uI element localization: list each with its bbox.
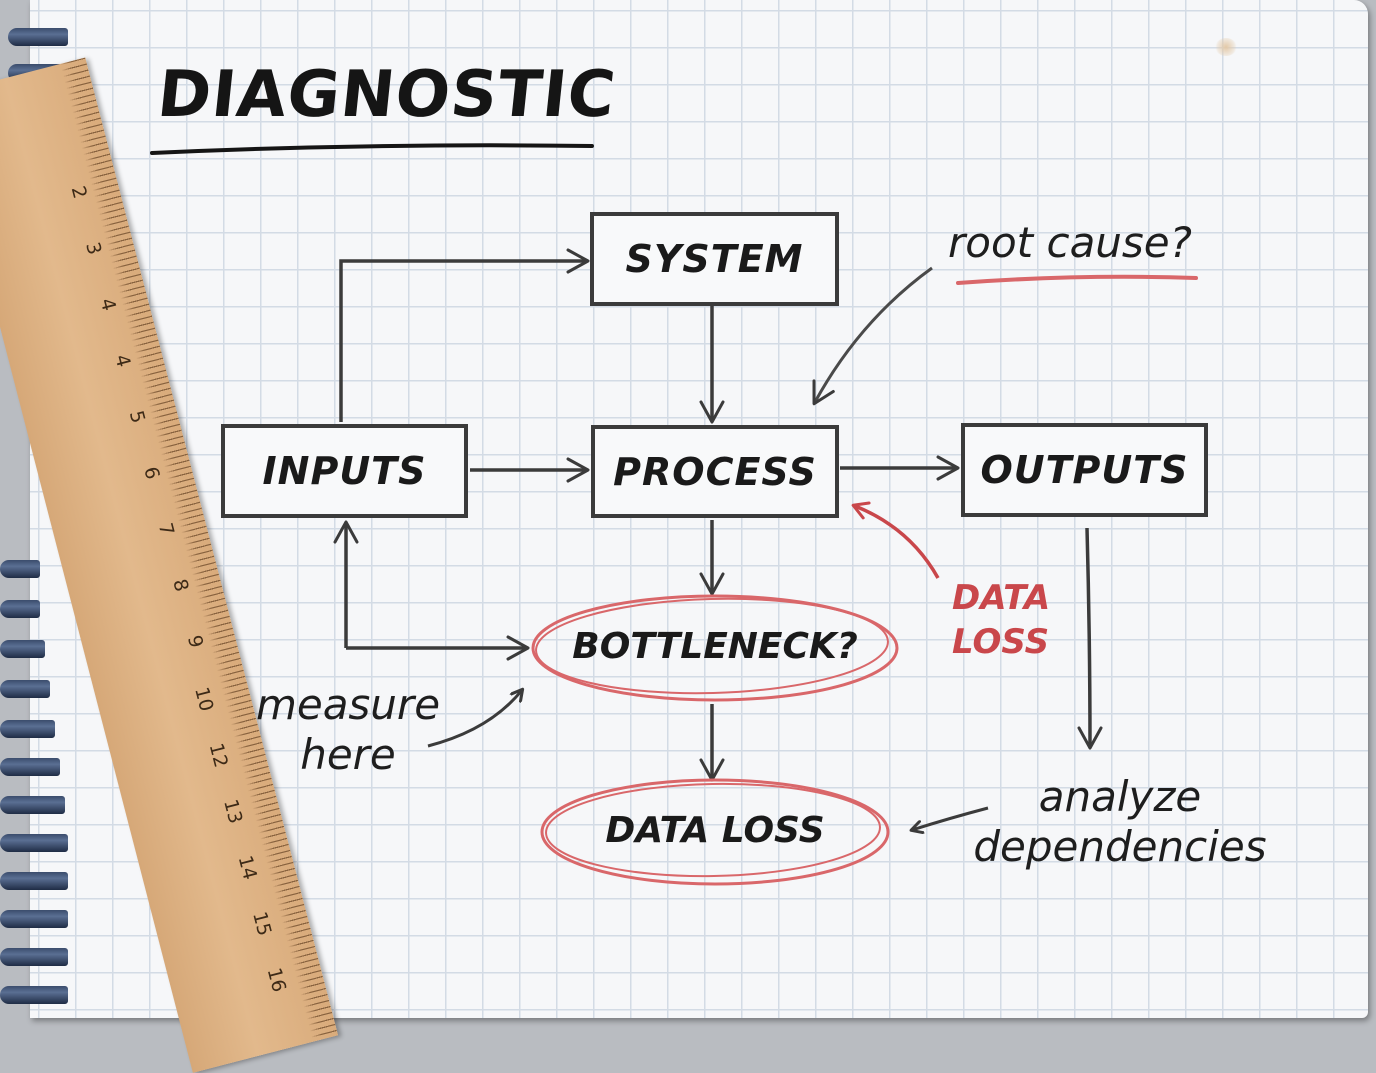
spiral-coil: [0, 758, 60, 776]
annotation-red-data-loss-line1: DATA: [952, 578, 1051, 618]
node-process: PROCESS: [591, 425, 839, 518]
node-process-label: PROCESS: [613, 449, 817, 494]
annotation-measure-here: measure here: [248, 680, 448, 780]
node-outputs: OUTPUTS: [961, 423, 1208, 517]
annotation-analyze-dependencies: analyze dependencies: [960, 772, 1280, 872]
node-data-loss-label: DATA LOSS: [605, 810, 825, 851]
spiral-coil: [0, 720, 55, 738]
arrow-analyze-to-dataloss: [912, 806, 989, 830]
annotation-red-data-loss: DATA LOSS: [952, 576, 1050, 664]
annotation-analyze-line1: analyze: [1038, 772, 1202, 821]
ruler-label: 13: [218, 797, 247, 827]
spiral-coil: [0, 834, 68, 852]
ruler-label: 14: [233, 853, 261, 883]
coffee-stain: [1215, 38, 1237, 56]
ruler-label: 7: [153, 520, 179, 538]
bottleneck-ellipse: [531, 594, 899, 702]
diagram-connectors: [150, 143, 1198, 886]
spiral-coil: [0, 910, 68, 928]
root-cause-underline: [956, 274, 1198, 285]
node-system-label: SYSTEM: [625, 237, 804, 281]
spiral-coil: [0, 872, 68, 890]
node-system: SYSTEM: [590, 212, 839, 306]
ruler-label: 6: [139, 464, 164, 482]
ruler-label: 3: [81, 239, 106, 258]
node-outputs-label: OUTPUTS: [980, 448, 1189, 492]
ruler-label: 4: [110, 352, 135, 370]
ruler-label: 12: [204, 740, 232, 770]
ruler-label: 8: [168, 576, 193, 595]
ruler-label: 15: [248, 909, 276, 939]
spiral-coil: [0, 600, 40, 618]
data-loss-ellipse: [540, 778, 890, 886]
ruler-label: 16: [262, 965, 290, 995]
node-inputs-label: INPUTS: [262, 449, 427, 493]
ruler-label: 5: [124, 408, 150, 426]
annotation-analyze-line2: dependencies: [973, 822, 1267, 871]
ruler-label: 10: [189, 684, 218, 714]
spiral-coil: [0, 986, 68, 1004]
annotation-measure-line1: measure: [255, 680, 441, 729]
arrow-inputs-to-system: [339, 248, 590, 422]
node-bottleneck-label: BOTTLENECK?: [572, 626, 858, 667]
annotation-root-cause: root cause?: [948, 218, 1192, 267]
ruler-label: 2: [66, 183, 91, 201]
annotation-red-data-loss-line2: LOSS: [952, 622, 1050, 662]
title-underline: [150, 143, 594, 155]
node-inputs: INPUTS: [221, 424, 468, 518]
spiral-coil: [0, 560, 40, 578]
spiral-coil: [0, 640, 45, 658]
ruler-label: 4: [95, 296, 120, 314]
annotation-measure-line2: here: [300, 730, 396, 779]
arrow-measure-to-bottleneck: [427, 690, 522, 748]
spiral-coil: [0, 948, 68, 966]
spiral-coil: [0, 796, 65, 814]
spiral-coil: [8, 28, 68, 46]
spiral-coil: [0, 680, 50, 698]
ruler-label: 9: [182, 632, 208, 651]
arrow-rootcause-to-process: [812, 266, 933, 406]
arrow-red-dataloss-to-process: [851, 501, 940, 579]
arrow-outputs-to-analyze: [1077, 527, 1103, 750]
